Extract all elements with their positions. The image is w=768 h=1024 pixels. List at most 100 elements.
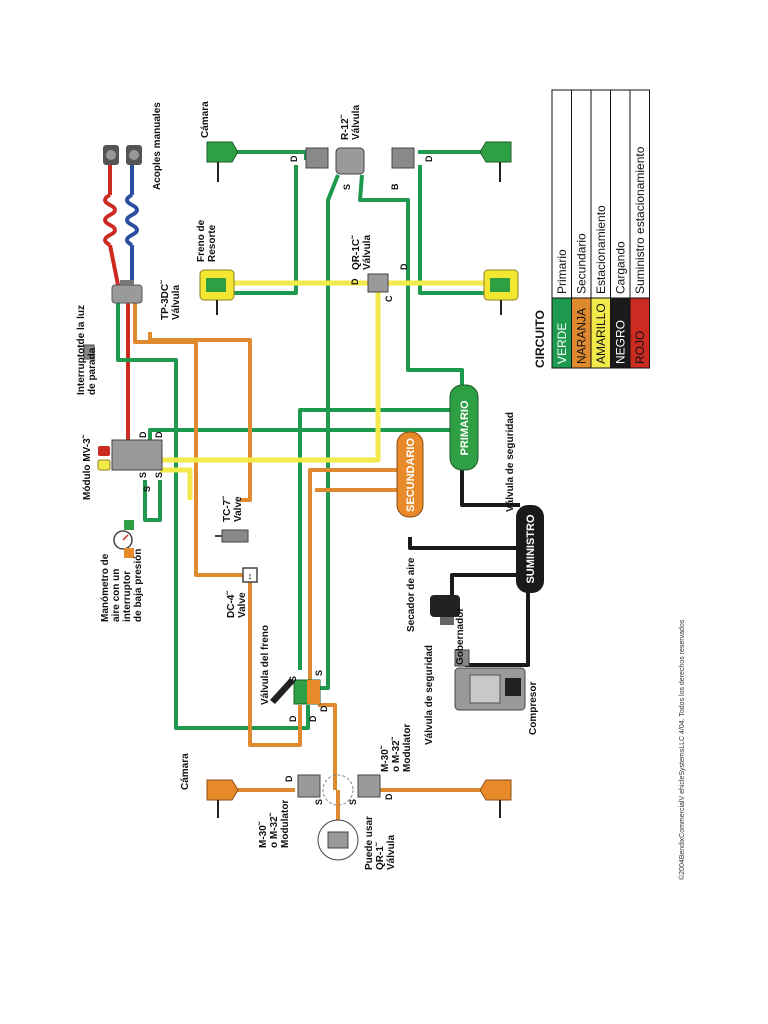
- primary-tank-label: PRIMARIO: [459, 400, 471, 455]
- port-s: S: [314, 799, 324, 805]
- label-m30-left-3: Modulator: [280, 800, 291, 848]
- label-manometro-1: Manómetro de: [100, 553, 111, 622]
- secondary-tank-label: SECUNDARIO: [405, 438, 417, 512]
- air-lines: [116, 150, 530, 850]
- label-m30-right-1: M-30˜: [380, 745, 391, 772]
- legend-color-name: NARANJA: [575, 308, 589, 364]
- label-manometro-3: interruptor: [122, 571, 133, 622]
- mv3-module: [97, 439, 163, 471]
- port-s: S: [138, 472, 148, 478]
- port-d: D: [288, 715, 298, 722]
- chambers: [199, 141, 519, 818]
- port-d: D: [384, 793, 394, 800]
- governor: [454, 649, 470, 667]
- port-d: D: [399, 263, 409, 270]
- label-acoples: Acoples manuales: [152, 102, 163, 190]
- label-valvula-seguridad-2: Válvula de seguridad: [505, 412, 516, 512]
- legend-description: Estacionamiento: [594, 205, 608, 294]
- label-secador: Secador de aire: [406, 557, 417, 632]
- legend-color-name: ROJO: [633, 331, 647, 364]
- glad-hands: [103, 145, 142, 165]
- compressor: [454, 667, 526, 711]
- port-b: B: [390, 183, 400, 190]
- port-d: D: [424, 155, 434, 162]
- port-s: S: [142, 486, 152, 492]
- label-freno-resorte-2: Resorte: [207, 224, 218, 262]
- label-qr1c-valvula: Válvula: [362, 235, 373, 270]
- label-m30-right-3: Modulator: [402, 724, 413, 772]
- label-freno-resorte-1: Freno de: [196, 219, 207, 262]
- port-d: D: [138, 431, 148, 438]
- service-chamber-top-left: [206, 141, 239, 182]
- qr1c-valve: [367, 273, 389, 293]
- stop-light-switch: [83, 344, 95, 360]
- r12-valve: [305, 147, 415, 175]
- tc7-valve: [215, 529, 249, 543]
- label-qr1c-name: QR-1C˜: [351, 235, 362, 270]
- qr1-optional: [317, 774, 359, 861]
- legend-description: Suministro estacionamiento: [633, 146, 647, 294]
- service-chamber-bottom-right: [479, 779, 512, 818]
- parking-lines: [155, 280, 486, 500]
- svg-text:↕: ↕: [248, 571, 253, 581]
- air-dryer: [430, 595, 460, 625]
- air-gauge: [113, 520, 134, 558]
- secondary-tank: SECUNDARIO: [396, 431, 424, 518]
- label-tc7-valve: Valve: [233, 496, 244, 522]
- port-d: D: [284, 775, 294, 782]
- port-s: S: [348, 799, 358, 805]
- port-d: D: [154, 431, 164, 438]
- label-qr1-3: Válvula: [386, 835, 397, 870]
- port-letters: D D S B D D C D D S S S S S D D D D S S …: [138, 155, 434, 805]
- dc4-valve: ↕: [242, 567, 258, 583]
- supply-tank-label: SUMINISTRO: [525, 514, 537, 584]
- label-dc4-name: DC-4˜: [226, 591, 237, 618]
- service-chamber-bottom-left: [206, 779, 239, 818]
- label-qr1-2: QR-1˜: [375, 842, 386, 870]
- copyright-text: ©2004BendixCommercialV ehicleSystemsLLC …: [678, 619, 686, 880]
- label-gobernador: Gobernador: [455, 608, 466, 665]
- label-manometro-2: aire con un: [111, 569, 122, 622]
- label-m30-left-2: o M-32˜: [269, 812, 280, 848]
- m30-modulator-right: [357, 774, 381, 798]
- legend-description: Secundario: [575, 233, 589, 294]
- legend-title: CIRCUITO: [533, 310, 547, 368]
- label-tp3dc-valvula: Válvula: [171, 285, 182, 320]
- label-dc4-valve: Valve: [237, 592, 248, 618]
- spring-brake-right: [483, 269, 519, 315]
- legend-description: Primario: [555, 249, 569, 294]
- legend-color-name: AMARILLO: [594, 303, 608, 364]
- label-luz-1: Interruptotde la luz: [76, 305, 87, 395]
- legend-color-name: VERDE: [555, 323, 569, 364]
- label-qr1-1: Puede usar: [364, 816, 375, 870]
- port-s: S: [154, 472, 164, 478]
- label-r12-name: R-12˜: [340, 114, 351, 140]
- port-s: S: [288, 676, 298, 682]
- label-r12-valvula: Válvula: [351, 105, 362, 140]
- labels: Acoples manuales Cámara R-12˜ Válvula Fr…: [76, 101, 686, 880]
- legend-description: Cargando: [614, 241, 628, 294]
- label-tc7-name: TC-7˜: [222, 496, 233, 522]
- label-compresor: Compresor: [528, 682, 539, 735]
- label-valvula-freno: Válvula del freno: [260, 625, 271, 705]
- primary-tank: PRIMARIO: [449, 384, 479, 471]
- foot-brake-valve: [270, 678, 321, 705]
- components: ↕ PRIMARIO SECUNDARIO: [83, 145, 544, 861]
- label-m30-left-1: M-30˜: [258, 821, 269, 848]
- label-luz-2: de parada: [87, 347, 98, 395]
- legend-color-name: NEGRO: [614, 320, 628, 364]
- primary-lines: [116, 150, 486, 730]
- charging-lines: [408, 470, 530, 667]
- supply-tank: SUMINISTRO: [516, 505, 544, 593]
- label-camara-bottom: Cámara: [180, 753, 191, 790]
- port-d: D: [289, 155, 299, 162]
- port-d: D: [350, 278, 360, 285]
- spring-brake-left: [199, 269, 235, 315]
- service-chamber-top-right: [479, 141, 512, 182]
- label-tp3dc-name: TP-3DC˜: [160, 280, 171, 320]
- label-valvula-seguridad-1: Válvula de seguridad: [424, 645, 435, 745]
- legend-desc-cell-4: [629, 89, 650, 299]
- label-m30-right-2: o M-32˜: [391, 736, 402, 772]
- port-s: S: [342, 184, 352, 190]
